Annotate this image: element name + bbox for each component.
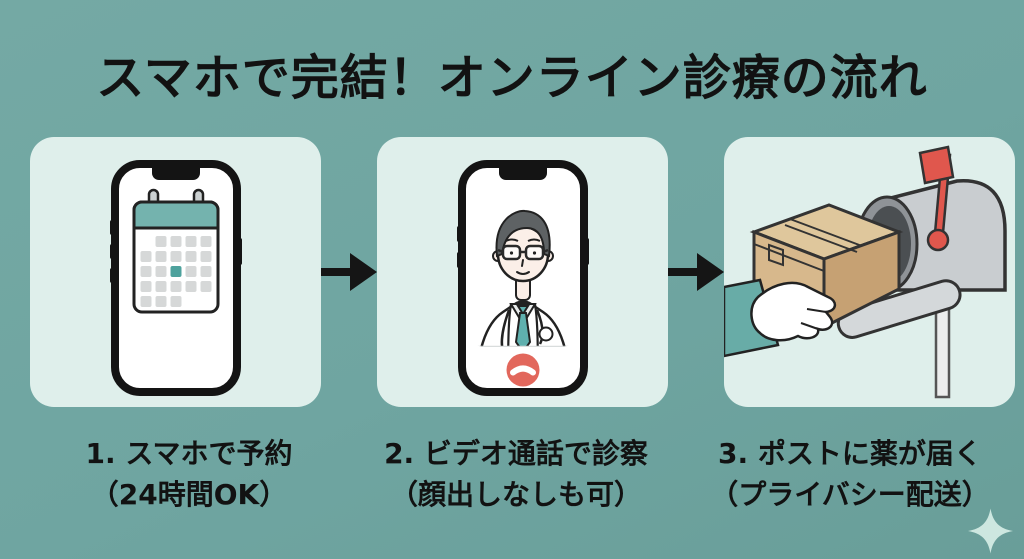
coat-badge xyxy=(538,326,553,342)
caption-step-3-line-1: 3. ポストに薬が届く xyxy=(718,437,982,470)
calendar-header xyxy=(132,200,219,230)
caption-step-1-line-1: 1. スマホで予約 xyxy=(85,437,293,470)
hand-finger-lines xyxy=(800,308,827,330)
page-title: スマホで完結！オンライン診療の流れ xyxy=(96,50,928,106)
mailbox-delivery-illustration xyxy=(724,145,1007,399)
arrow-1-to-2 xyxy=(321,137,377,407)
caption-step-3-line-2: （プライバシー配送） xyxy=(710,478,990,511)
delivery-hand xyxy=(750,281,837,342)
mailbox-open-door xyxy=(836,279,962,339)
end-call-button-icon xyxy=(506,353,539,387)
coat-lapel-lines xyxy=(505,303,540,347)
doctor-coat xyxy=(473,300,572,347)
step-card-2 xyxy=(377,137,668,407)
phone-notch xyxy=(151,167,200,180)
calendar-day-cells xyxy=(140,236,211,307)
caption-step-1: 1. スマホで予約 （24時間OK） xyxy=(85,433,292,515)
calendar-icon xyxy=(132,188,219,314)
doctor-eye xyxy=(532,251,536,255)
caption-step-2: 2. ビデオ通話で診察 （顔出しなしも可） xyxy=(384,433,648,515)
caption-step-1-line-2: （24時間OK） xyxy=(90,478,288,511)
doctor-hair xyxy=(495,209,551,258)
doctor-eye xyxy=(509,251,513,255)
step-card-3 xyxy=(724,137,1015,407)
doctor-eyebrows xyxy=(505,238,540,242)
red-flag-icon xyxy=(918,145,955,252)
caption-step-2-line-2: （顔出しなしも可） xyxy=(389,478,642,511)
step-card-1 xyxy=(30,137,321,407)
doctor-nose-mouth xyxy=(515,259,530,275)
right-arrow-icon xyxy=(668,253,724,291)
box-flap-detail xyxy=(753,243,825,272)
calendar-selected-day xyxy=(170,266,181,277)
sparkle-icon xyxy=(968,508,1013,554)
phone-notch xyxy=(498,167,547,180)
doctor-illustration xyxy=(467,209,578,347)
caption-step-2-line-1: 2. ビデオ通話で診察 xyxy=(384,437,648,470)
flow-row xyxy=(30,137,1015,407)
right-arrow-icon xyxy=(321,253,377,291)
box-tape-seam xyxy=(784,218,863,253)
doctor-tie xyxy=(514,305,531,347)
phone-calendar-illustration xyxy=(109,160,242,396)
caption-step-3: 3. ポストに薬が届く （プライバシー配送） xyxy=(710,433,989,515)
arrow-2-to-3 xyxy=(668,137,724,407)
phone-video-call-illustration xyxy=(456,160,589,396)
